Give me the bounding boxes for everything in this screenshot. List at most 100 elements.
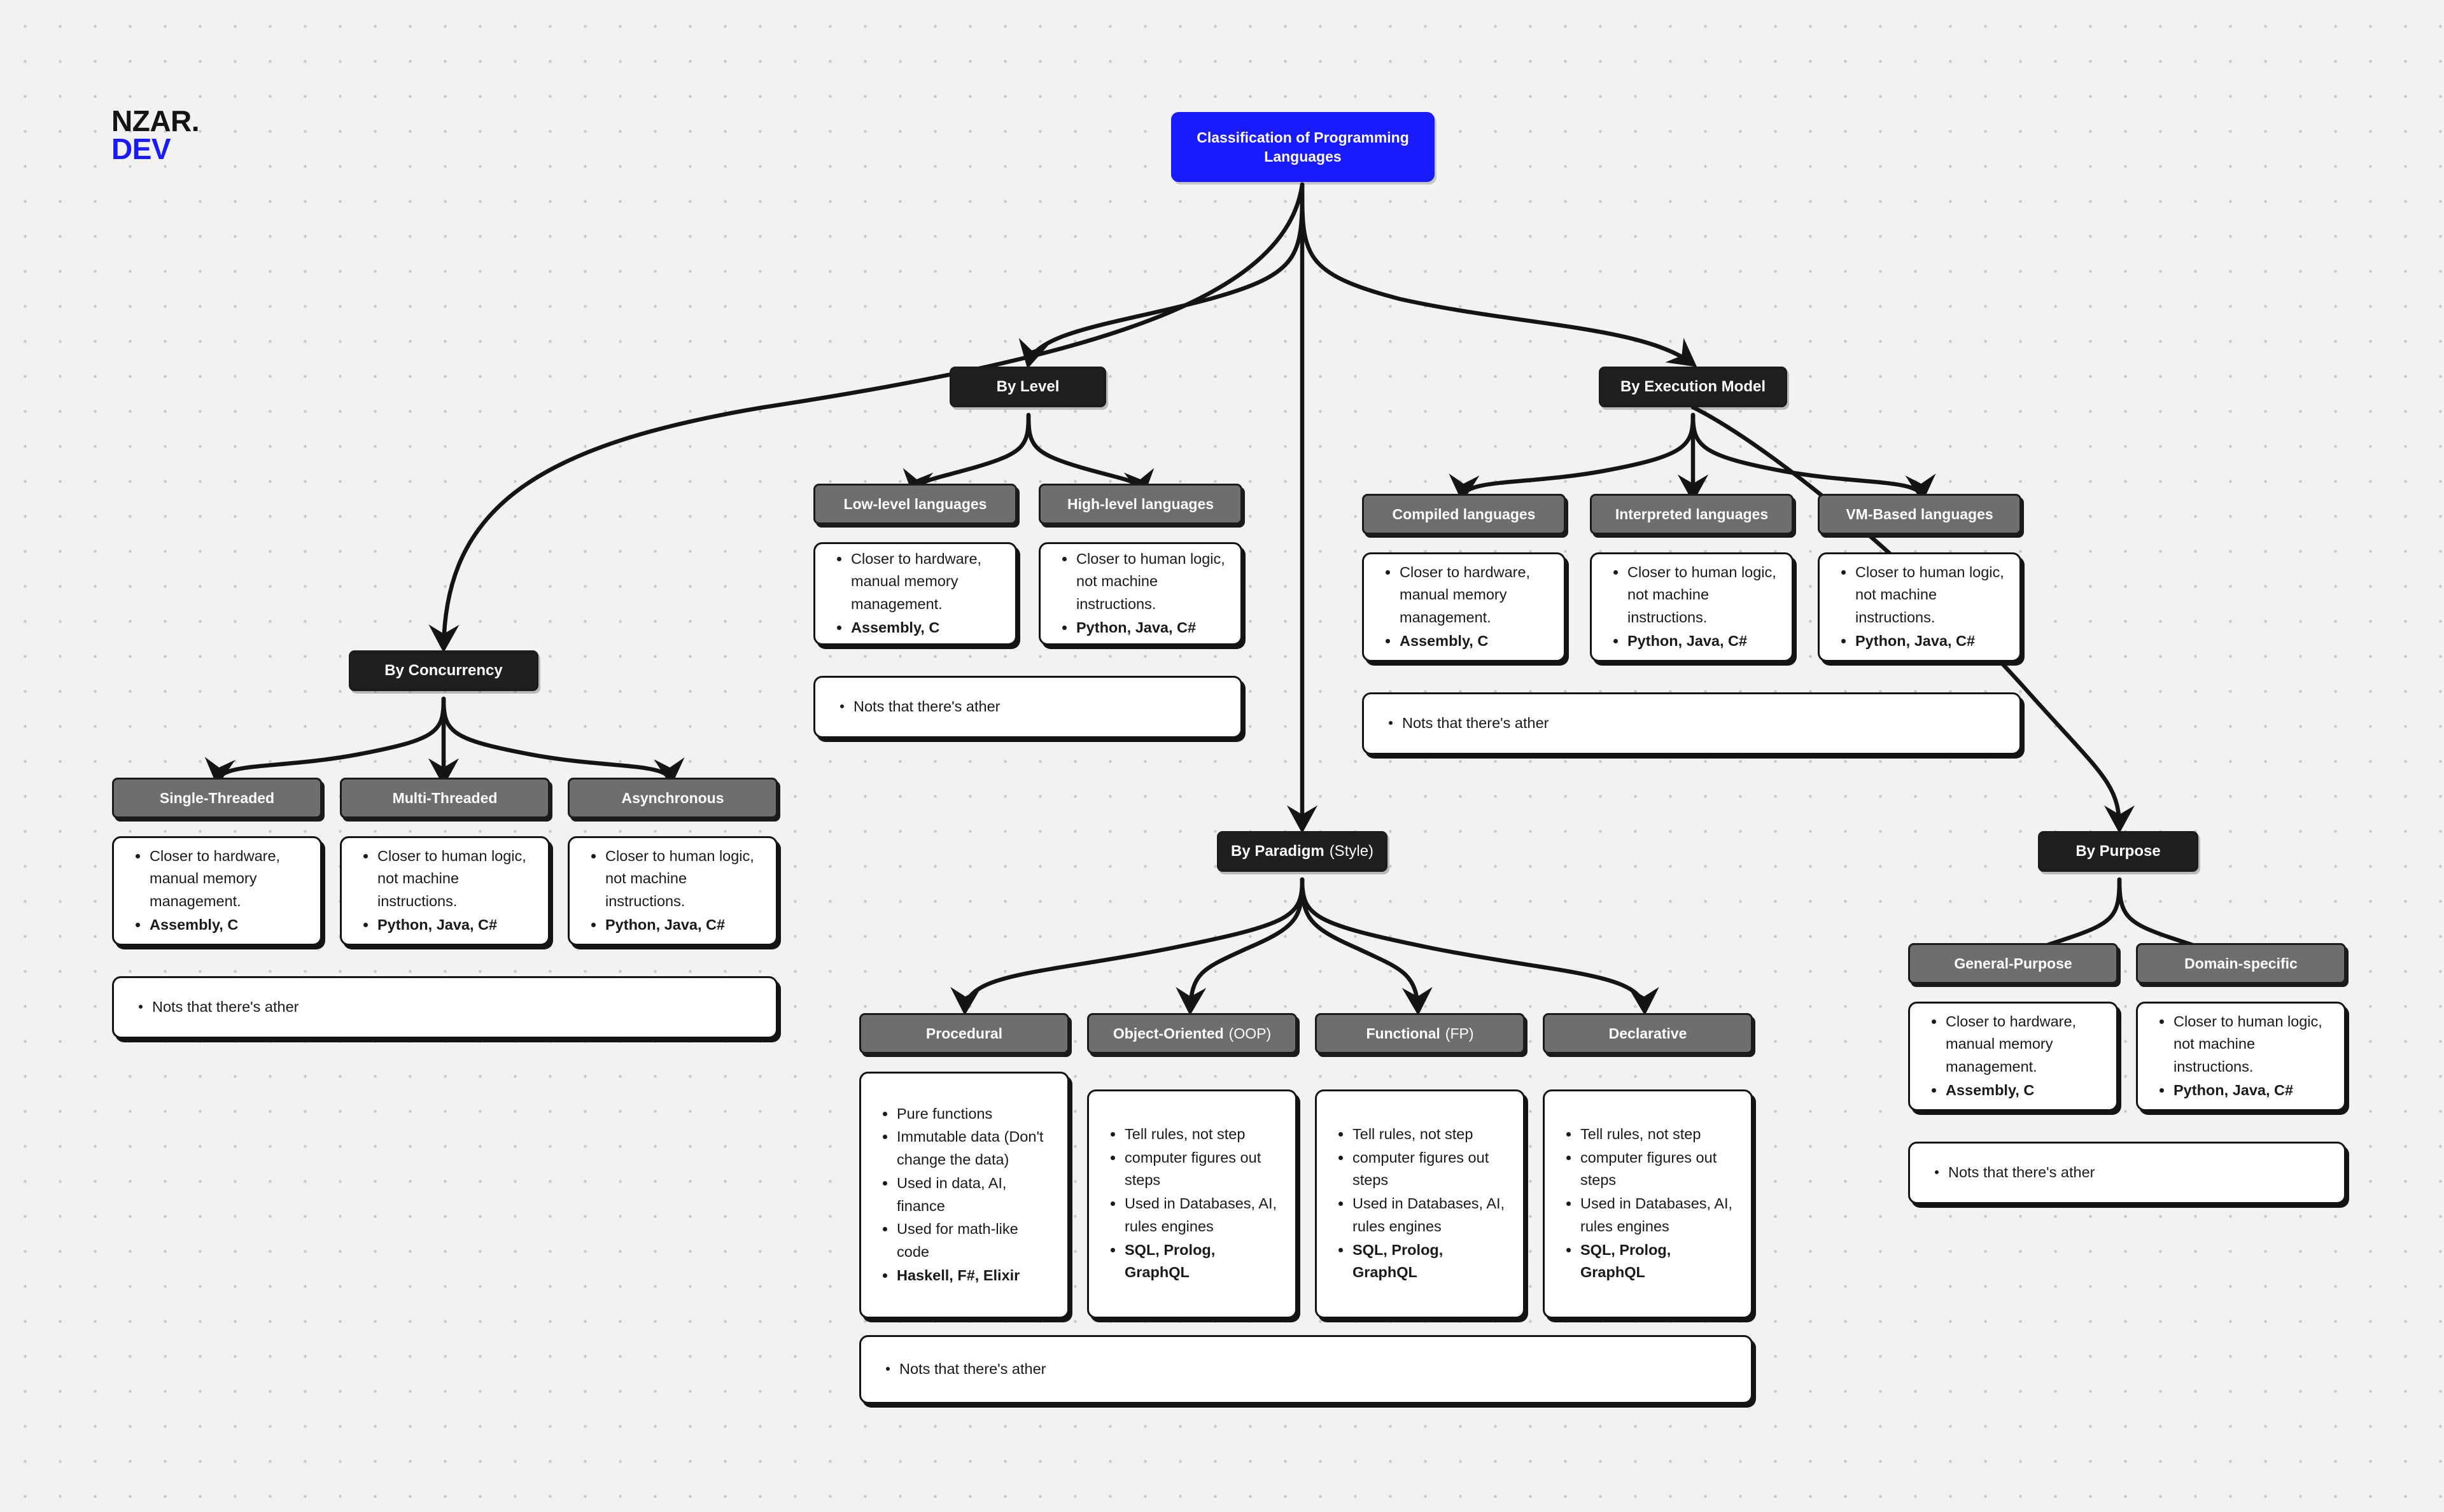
sub-node-label: Asynchronous bbox=[621, 789, 724, 806]
detail-item: computer figures out steps bbox=[1561, 1147, 1737, 1192]
sub-node-procedural[interactable]: Procedural bbox=[859, 1013, 1069, 1054]
note-item: Nots that there's ather bbox=[1383, 712, 2005, 735]
detail-list: Closer to hardware, manual memory manage… bbox=[832, 548, 1001, 640]
note-list: Nots that there's ather bbox=[834, 696, 1226, 719]
sub-node-compiled-languages[interactable]: Compiled languages bbox=[1362, 494, 1566, 535]
detail-item: Closer to hardware, manual memory manage… bbox=[1380, 561, 1550, 629]
sub-node-label: Multi-Threaded bbox=[392, 789, 498, 806]
detail-item: SQL, Prolog, GraphQL bbox=[1561, 1239, 1737, 1284]
sub-node-label: Functional bbox=[1366, 1025, 1440, 1042]
detail-list: Closer to hardware, manual memory manage… bbox=[1380, 561, 1550, 654]
detail-item: computer figures out steps bbox=[1333, 1147, 1509, 1192]
note-card-by-purpose: Nots that there's ather bbox=[1908, 1142, 2346, 1204]
detail-list: Closer to human logic, not machine instr… bbox=[586, 845, 762, 937]
logo-line-1: NZAR. bbox=[111, 104, 200, 137]
detail-card-single-threaded: Closer to hardware, manual memory manage… bbox=[112, 836, 322, 946]
note-list: Nots that there's ather bbox=[880, 1358, 1737, 1382]
detail-item: Closer to human logic, not machine instr… bbox=[586, 845, 762, 913]
brand-logo: NZAR. DEV bbox=[111, 104, 200, 166]
sub-node-label-suffix: (OOP) bbox=[1228, 1025, 1272, 1042]
detail-item: Closer to human logic, not machine instr… bbox=[1057, 548, 1226, 616]
note-item: Nots that there's ather bbox=[1929, 1161, 2330, 1184]
category-node-by-level[interactable]: By Level bbox=[950, 367, 1106, 407]
category-node-by-concurrency[interactable]: By Concurrency bbox=[349, 650, 538, 691]
detail-card-domain-specific: Closer to human logic, not machine instr… bbox=[2136, 1002, 2346, 1111]
sub-node-label: General-Purpose bbox=[1954, 955, 2072, 972]
note-list: Nots that there's ather bbox=[133, 996, 762, 1019]
detail-list: Closer to human logic, not machine instr… bbox=[1836, 561, 2005, 654]
detail-item: Used in Databases, AI, rules engines bbox=[1561, 1193, 1737, 1238]
sub-node-functional[interactable]: Functional (FP) bbox=[1315, 1013, 1525, 1054]
sub-node-asynchronous[interactable]: Asynchronous bbox=[568, 778, 778, 818]
sub-node-label: High-level languages bbox=[1067, 495, 1214, 512]
category-label: By Level bbox=[996, 378, 1060, 395]
detail-item: computer figures out steps bbox=[1106, 1147, 1281, 1192]
sub-node-vm-based-languages[interactable]: VM-Based languages bbox=[1818, 494, 2021, 535]
sub-node-high-level-languages[interactable]: High-level languages bbox=[1039, 484, 1242, 524]
detail-list: Closer to hardware, manual memory manage… bbox=[130, 845, 306, 937]
sub-node-declarative[interactable]: Declarative bbox=[1543, 1013, 1753, 1054]
detail-card-low-level-languages: Closer to hardware, manual memory manage… bbox=[813, 542, 1017, 645]
sub-node-interpreted-languages[interactable]: Interpreted languages bbox=[1590, 494, 1794, 535]
sub-node-general-purpose[interactable]: General-Purpose bbox=[1908, 943, 2118, 984]
category-node-by-purpose[interactable]: By Purpose bbox=[2038, 831, 2198, 872]
category-label: By Paradigm bbox=[1230, 843, 1324, 860]
sub-node-single-threaded[interactable]: Single-Threaded bbox=[112, 778, 322, 818]
sub-node-label: Procedural bbox=[925, 1025, 1003, 1042]
detail-card-multi-threaded: Closer to human logic, not machine instr… bbox=[340, 836, 550, 946]
sub-node-domain-specific[interactable]: Domain-specific bbox=[2136, 943, 2346, 984]
detail-item: Closer to human logic, not machine instr… bbox=[358, 845, 534, 913]
note-card-by-concurrency: Nots that there's ather bbox=[112, 976, 778, 1039]
detail-card-general-purpose: Closer to hardware, manual memory manage… bbox=[1908, 1002, 2118, 1111]
logo-line-2: DEV bbox=[111, 132, 171, 166]
detail-item: SQL, Prolog, GraphQL bbox=[1333, 1239, 1509, 1284]
detail-card-asynchronous: Closer to human logic, not machine instr… bbox=[568, 836, 778, 946]
note-card-by-level: Nots that there's ather bbox=[813, 676, 1242, 738]
detail-item: Python, Java, C# bbox=[358, 914, 534, 937]
detail-item: Tell rules, not step bbox=[1561, 1123, 1737, 1146]
detail-item: Immutable data (Don't change the data) bbox=[878, 1126, 1053, 1171]
detail-item: Python, Java, C# bbox=[1608, 630, 1778, 653]
detail-item: Used in data, AI, finance bbox=[878, 1172, 1053, 1217]
note-list: Nots that there's ather bbox=[1383, 712, 2005, 736]
category-node-by-paradigm[interactable]: By Paradigm (Style) bbox=[1217, 831, 1387, 872]
sub-node-label: Domain-specific bbox=[2184, 955, 2298, 972]
detail-list: Closer to human logic, not machine instr… bbox=[1608, 561, 1778, 654]
detail-item: Closer to human logic, not machine instr… bbox=[2154, 1011, 2330, 1079]
sub-node-label: Single-Threaded bbox=[159, 789, 275, 806]
detail-card-interpreted-languages: Closer to human logic, not machine instr… bbox=[1590, 552, 1794, 662]
detail-item: Python, Java, C# bbox=[586, 914, 762, 937]
detail-item: Used in Databases, AI, rules engines bbox=[1106, 1193, 1281, 1238]
detail-item: Assembly, C bbox=[130, 914, 306, 937]
category-label-suffix: (Style) bbox=[1329, 843, 1374, 860]
detail-item: Closer to hardware, manual memory manage… bbox=[130, 845, 306, 913]
detail-card-vm-based-languages: Closer to human logic, not machine instr… bbox=[1818, 552, 2021, 662]
note-list: Nots that there's ather bbox=[1929, 1161, 2330, 1185]
category-label: By Purpose bbox=[2075, 843, 2161, 860]
detail-item: Closer to hardware, manual memory manage… bbox=[832, 548, 1001, 616]
detail-item: Python, Java, C# bbox=[1057, 617, 1226, 640]
detail-list: Closer to hardware, manual memory manage… bbox=[1927, 1011, 2102, 1103]
sub-node-label: Compiled languages bbox=[1392, 505, 1536, 522]
sub-node-low-level-languages[interactable]: Low-level languages bbox=[813, 484, 1017, 524]
detail-item: Closer to human logic, not machine instr… bbox=[1836, 561, 2005, 629]
detail-item: Assembly, C bbox=[832, 617, 1001, 640]
detail-item: Haskell, F#, Elixir bbox=[878, 1264, 1053, 1287]
category-node-by-execution-model[interactable]: By Execution Model bbox=[1599, 367, 1787, 407]
root-node-classification[interactable]: Classification of Programming Languages bbox=[1171, 112, 1435, 182]
detail-list: Closer to human logic, not machine instr… bbox=[358, 845, 534, 937]
sub-node-multi-threaded[interactable]: Multi-Threaded bbox=[340, 778, 550, 818]
detail-item: Used in Databases, AI, rules engines bbox=[1333, 1193, 1509, 1238]
sub-node-label: VM-Based languages bbox=[1846, 505, 1993, 522]
note-item: Nots that there's ather bbox=[834, 696, 1226, 718]
sub-node-object-oriented[interactable]: Object-Oriented (OOP) bbox=[1087, 1013, 1297, 1054]
detail-item: SQL, Prolog, GraphQL bbox=[1106, 1239, 1281, 1284]
detail-list: Closer to human logic, not machine instr… bbox=[1057, 548, 1226, 640]
